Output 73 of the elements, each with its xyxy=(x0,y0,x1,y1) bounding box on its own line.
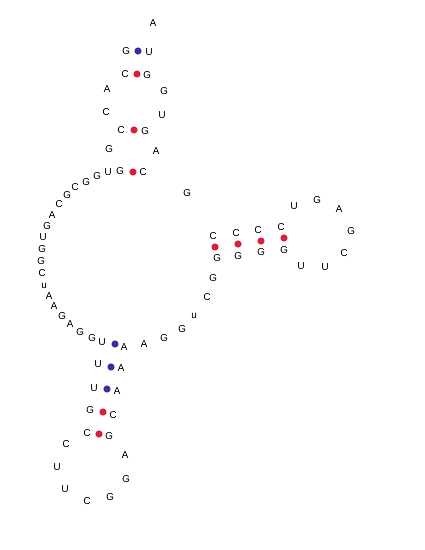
nucleotide-letter: G xyxy=(93,172,101,182)
nucleotide-letter: C xyxy=(232,229,240,239)
nucleotide-letter: G xyxy=(280,246,288,256)
nucleotide-letter: G xyxy=(209,274,217,284)
nucleotide-letter: A xyxy=(104,85,110,95)
nucleotide-letter: A xyxy=(46,292,52,302)
nucleotide-letter: G xyxy=(43,222,51,232)
nucleotide-letter: C xyxy=(139,168,147,178)
nucleotide-letter: A xyxy=(66,320,74,330)
nucleotide-letter: u xyxy=(191,311,197,321)
nucleotide-letter: U xyxy=(39,233,47,243)
nucleotide-letter: A xyxy=(140,340,148,350)
nucleotide-letter: A xyxy=(118,364,124,374)
nucleotide-letter: G xyxy=(76,328,84,338)
nucleotide-letter: C xyxy=(277,223,285,233)
nucleotide-letter: G xyxy=(88,334,96,344)
nucleotide-letter: A xyxy=(152,147,160,157)
nucleotide-letter: G xyxy=(116,167,124,177)
nucleotide-letter: C xyxy=(102,108,110,118)
nucleotide-letter: C xyxy=(83,429,91,439)
nucleotide-letter: G xyxy=(58,312,66,322)
nucleotide-letter: C xyxy=(55,200,63,210)
nucleotide-letter: U xyxy=(104,168,112,178)
nucleotide-letter: U xyxy=(297,262,305,272)
nucleotide-letter: A xyxy=(120,343,128,353)
nucleotide-letter: u xyxy=(41,281,47,291)
nucleotide-letter: U xyxy=(145,48,153,58)
nucleotide-letter: C xyxy=(83,497,91,507)
nucleotide-letter: G xyxy=(143,71,151,81)
nucleotide-letter: G xyxy=(82,178,90,188)
nucleotide-letter: C xyxy=(121,70,129,80)
nucleotide-letter: C xyxy=(38,269,46,279)
nucleotide-letter: G xyxy=(106,493,114,503)
nucleotide-letter: G xyxy=(160,334,168,344)
nucleotide-letter: G xyxy=(313,196,321,206)
nucleotide-letter: C xyxy=(203,293,211,303)
nucleotide-letter: U xyxy=(98,338,106,348)
nucleotide-letter: U xyxy=(290,202,298,212)
nucleotide-letter: G xyxy=(105,432,113,442)
nucleotide-letter: A xyxy=(122,451,128,461)
nucleotide-letter: C xyxy=(340,249,348,259)
nucleotide-letter: G xyxy=(141,127,149,137)
nucleotide-letter: G xyxy=(63,191,71,201)
nucleotide-letter: U xyxy=(158,111,166,121)
nucleotide-letter: G xyxy=(122,475,130,485)
nucleotide-letter: U xyxy=(321,263,329,273)
nucleotide-letter: A xyxy=(336,205,342,215)
nucleotide-letter: U xyxy=(53,463,61,473)
nucleotide-letter: G xyxy=(160,87,168,97)
nucleotide-letter: G xyxy=(213,254,221,264)
nucleotide-letter: A xyxy=(50,302,58,312)
nucleotide-letter: G xyxy=(105,145,113,155)
nucleotide-letter: G xyxy=(122,47,130,57)
nucleotide-letter: A xyxy=(48,211,56,221)
nucleotide-letter: G xyxy=(37,257,45,267)
nucleotide-letter: G xyxy=(234,252,242,262)
nucleotide-letter: G xyxy=(86,406,94,416)
nucleotide-letter: G xyxy=(183,189,191,199)
nucleotide-letter: C xyxy=(109,411,117,421)
nucleotide-letter: C xyxy=(117,126,125,136)
nucleotide-letter: U xyxy=(61,485,69,495)
nucleotide-letter: G xyxy=(178,325,186,335)
nucleotide-letter: A xyxy=(150,19,156,29)
nucleotide-letter: C xyxy=(209,232,217,242)
nucleotide-letter: C xyxy=(254,226,262,236)
nucleotide-letter: U xyxy=(94,360,102,370)
nucleotide-letter: C xyxy=(71,183,79,193)
nucleotide-letter: G xyxy=(38,245,46,255)
nucleotide-letter: G xyxy=(347,227,355,237)
nucleotide-letter: U xyxy=(90,384,98,394)
nucleotide-letter: A xyxy=(114,387,120,397)
nucleotide-letter: C xyxy=(62,440,70,450)
nucleotide-letter: G xyxy=(257,248,265,258)
